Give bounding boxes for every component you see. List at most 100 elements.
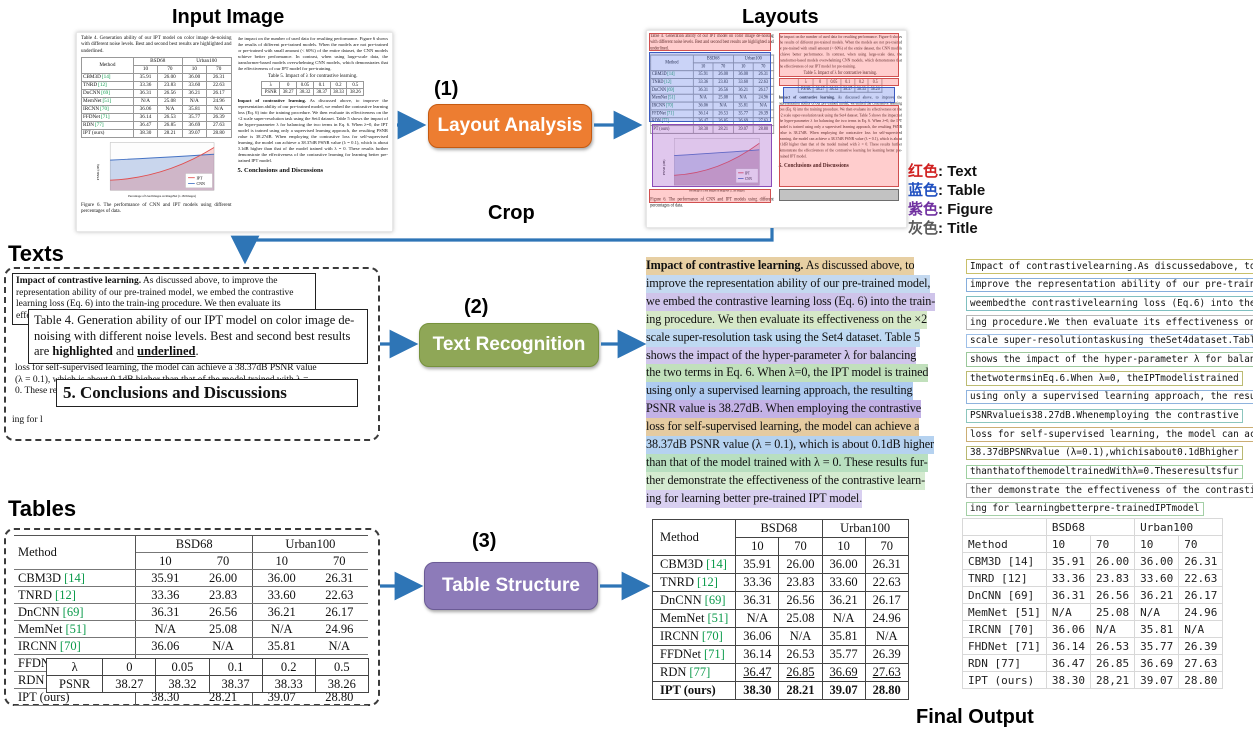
paper-paragraph: the impact on the number of used data fo…: [237, 36, 389, 71]
method-cell: FFDNet[71]: [651, 645, 737, 664]
method-cell: MemNet[51]: [81, 96, 134, 106]
value-cell: 26.53: [157, 112, 183, 122]
value-cell: 33.60: [821, 573, 866, 592]
layout-legend: 红色: Text 蓝色: Table 紫色: Figure 灰色: Title: [908, 162, 993, 238]
table-row: DnCNN[69] 36.31 26.56 36.21 26.17: [14, 603, 368, 621]
value-cell: 26.00: [1089, 552, 1136, 570]
ocr-line: Impact of contrastivelearning.As discuss…: [966, 259, 1253, 274]
ocr-output-column: Impact of contrastivelearning.As discuss…: [966, 259, 1253, 521]
value-cell: 26.17: [206, 88, 232, 98]
method-cell: MemNet[51]: [651, 609, 737, 628]
sub-col: 10: [1045, 535, 1091, 553]
sub-col: 70: [206, 64, 232, 74]
value-cell: N/A: [864, 627, 909, 646]
value-cell: N/A: [206, 104, 232, 114]
highlighted-line: we embed the contrastive learning loss (…: [646, 292, 936, 311]
value-cell: 24.96: [206, 96, 232, 106]
table-row: MemNet [51] N/A 25.08 N/A 24.96: [962, 603, 1224, 621]
value-cell: N/A: [181, 96, 208, 106]
text-snippet-fragment: ing for l: [12, 415, 43, 425]
value-cell: 25.08: [1089, 603, 1136, 621]
highlighted-paragraph: Impact of contrastive learning. As discu…: [646, 257, 968, 508]
tables-title: Tables: [8, 496, 77, 521]
method-cell: RDN[77]: [81, 120, 134, 130]
col-header: Method: [962, 535, 1047, 553]
method-cell: DnCNN[69]: [14, 603, 137, 621]
method-cell: TNRD [12]: [962, 569, 1047, 587]
legend-item: 蓝色: Table: [908, 182, 986, 199]
value-cell: 36.31: [132, 88, 159, 98]
method-cell: DnCNN [69]: [962, 586, 1047, 604]
value-cell: 35.77: [181, 112, 208, 122]
value-cell: 33.36: [132, 80, 159, 90]
ocr-line: using only a supervised learning approac…: [966, 389, 1253, 405]
plot-xlabel: Percentage of Used Images on ImageNet (1…: [128, 194, 196, 198]
col-group: Urban100: [821, 519, 909, 538]
table-row: MemNet[51] N/A 25.08 N/A 24.96: [14, 620, 368, 638]
texts-title: Texts: [8, 241, 64, 266]
value-cell: 36.31: [135, 603, 195, 621]
value-cell: 36.00: [181, 72, 208, 82]
ocr-line: ther demonstrate the effectiveness of th…: [966, 483, 1253, 498]
layouts-title: Layouts: [742, 6, 819, 28]
value-cell: 36.14: [735, 645, 780, 664]
ocr-line: weembedthe contrastivelearning loss (Eq.…: [966, 296, 1253, 311]
highlighted-line: loss for self-supervised learning, the m…: [646, 418, 920, 437]
value-cell: 35.81: [181, 104, 208, 114]
layout-analysis-node: Layout Analysis: [428, 104, 592, 148]
method-cell: FFDNet[71]: [81, 112, 134, 122]
method-cell: IRCNN[70]: [651, 627, 737, 646]
sub-col: 70: [194, 552, 253, 570]
highlighted-line: Impact of contrastive learning. As discu…: [646, 257, 915, 275]
value-cell: 26.53: [778, 645, 823, 664]
table-row: DnCNN[69] 36.31 26.56 36.21 26.17: [81, 88, 232, 98]
svg-text:CNN: CNN: [745, 177, 752, 181]
value-cell: N/A: [132, 96, 159, 106]
value-cell: 27.63: [206, 120, 232, 130]
value-cell: 36.31: [735, 591, 780, 610]
table-row: TNRD[12] 33.36 23.83 33.60 22.63: [651, 573, 909, 592]
method-cell: CBM3D[14]: [14, 569, 137, 587]
legend-item: 灰色: Title: [908, 220, 978, 237]
ocr-line: loss for self-supervised learning, the m…: [966, 427, 1253, 442]
method-cell: DnCNN[69]: [81, 88, 134, 98]
overlay-text-region: [649, 189, 771, 203]
method-cell: CBM3D [14]: [962, 552, 1047, 570]
value-cell: 28.80: [1178, 671, 1224, 689]
value-cell: 36.06: [132, 104, 159, 114]
method-cell: IPT (ours): [81, 128, 134, 138]
value-cell: 28.80: [864, 681, 909, 700]
table-row: CBM3D [14] 35.91 26.00 36.00 26.31: [962, 552, 1224, 570]
figure6-plot: IPT CNN PSNR (dB) Percentage of Used Ima…: [663, 137, 760, 193]
plot-ylabel: PSNR (dB): [96, 163, 100, 180]
value-cell: 28.80: [206, 128, 232, 138]
table-row: IPT (ours) 38.30 28.21 39.07 28.80: [651, 681, 909, 700]
value-cell: 36.69: [1134, 654, 1180, 672]
table-row: RDN[77] 36.47 26.85 36.69 27.63: [651, 663, 909, 682]
value-cell: 28.21: [778, 681, 823, 700]
value-cell: 24.96: [310, 620, 368, 638]
input-image-thumbnail: Table 4. Generation ability of our IPT m…: [76, 32, 393, 232]
table-row: TNRD[12] 33.36 23.83 33.60 22.63: [81, 80, 232, 90]
value-cell: 35.77: [821, 645, 866, 664]
method-cell: TNRD[12]: [81, 80, 134, 90]
ocr-line: PSNRvalueis38.27dB.Whenemploying the con…: [966, 408, 1243, 423]
value-cell: N/A: [778, 627, 823, 646]
ocr-line: improve the representation ability of ou…: [966, 277, 1253, 293]
plot-legend-cnn: CNN: [196, 181, 205, 186]
value-cell: N/A: [157, 104, 183, 114]
col-group: BSD68: [1045, 518, 1136, 536]
sub-col: 10: [181, 64, 208, 74]
value-cell: 25.08: [778, 609, 823, 628]
value-cell: 36.06: [1045, 620, 1091, 638]
ipt-curve: [110, 146, 215, 181]
value-cell: 36.14: [132, 112, 159, 122]
sub-col: 70: [1178, 535, 1224, 553]
text-snippet-conclusions: 5. Conclusions and Discussions: [56, 379, 358, 407]
paper-page: Table 4. Generation ability of our IPT m…: [77, 33, 392, 231]
